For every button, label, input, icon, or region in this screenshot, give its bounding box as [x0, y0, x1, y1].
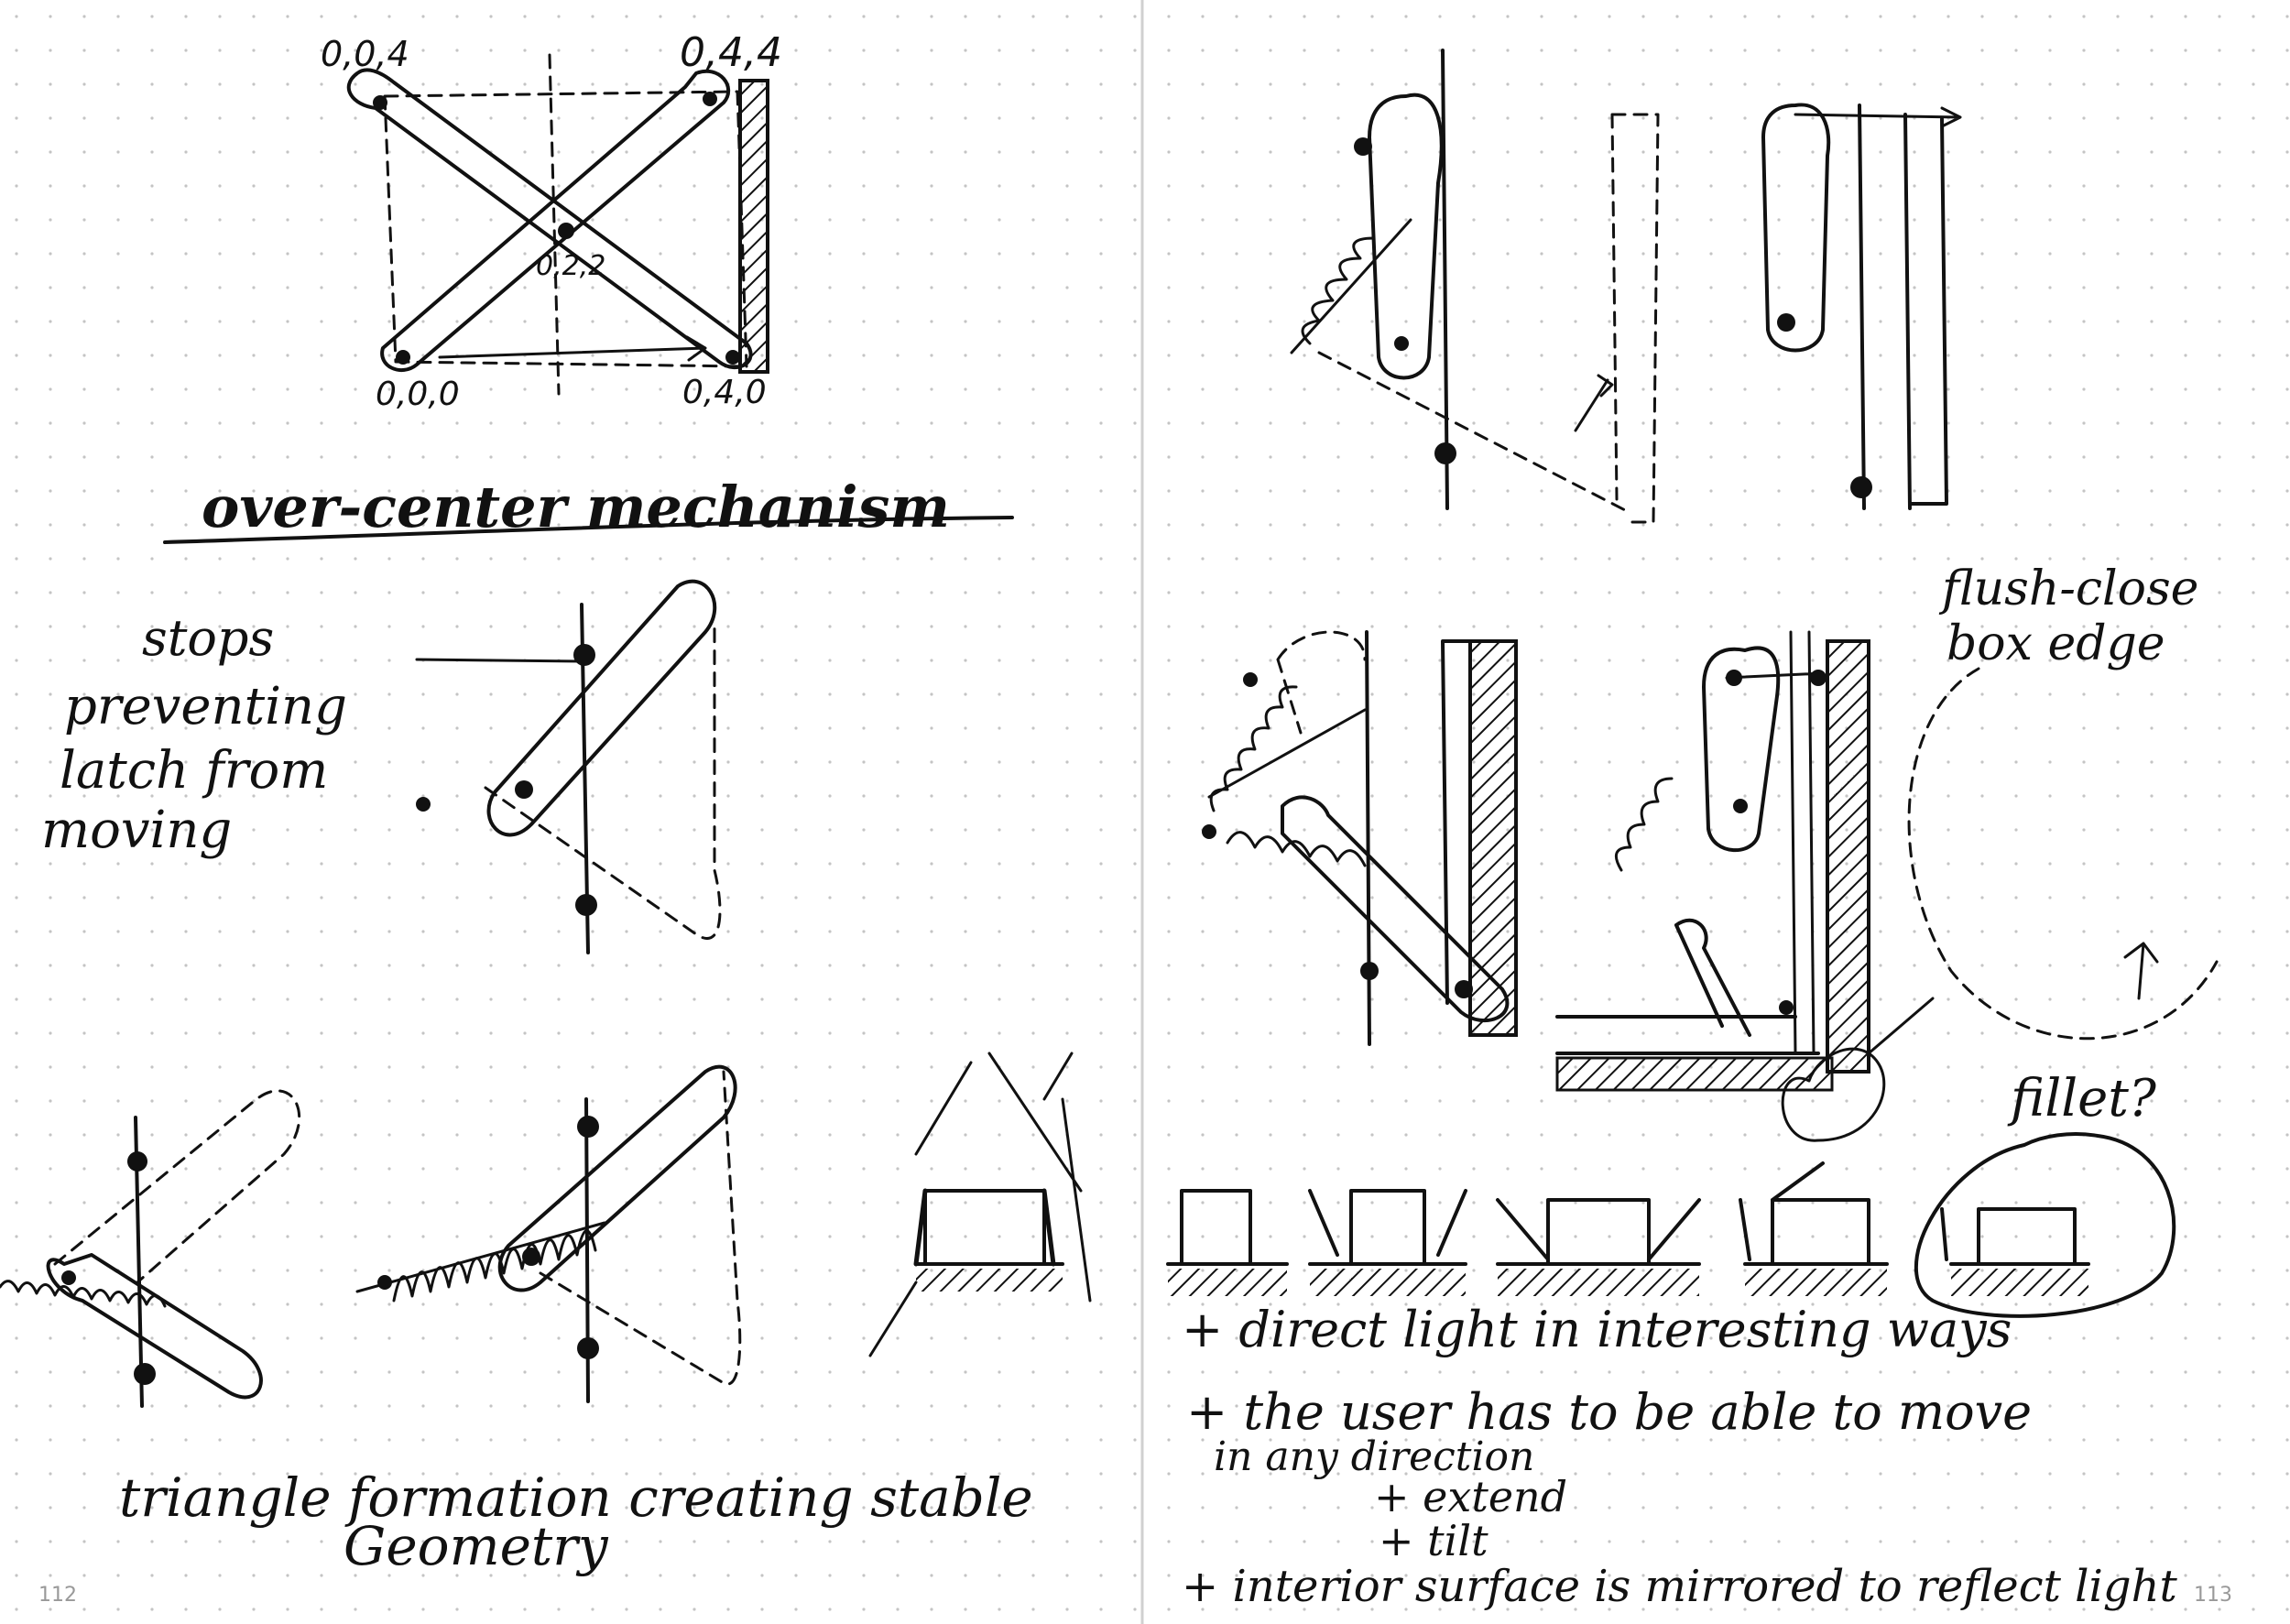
pivot-arm-sketch [1761, 103, 1962, 510]
side-note-line-2: preventing [64, 677, 347, 736]
right-page [1145, 0, 2290, 1624]
box-edge-note-line-2: box edge [1946, 616, 2165, 671]
bullet-notes: + direct light in interesting ways + the… [1182, 1301, 2177, 1612]
caption-line-2: Geometry [344, 1515, 609, 1577]
spring-sketch-center [355, 1064, 742, 1403]
fillet-note: fillet? [2007, 1069, 2157, 1128]
page-number-left: 112 [38, 1584, 77, 1607]
box-edge-callout: flush-close box edge [1907, 561, 2219, 1041]
page-number-right: 113 [2194, 1584, 2232, 1607]
bullet-2-continued: in any direction [1214, 1433, 1534, 1480]
coord-label-bottom-left: 0,0,0 [376, 376, 460, 413]
caption: triangle formation creating stable Geome… [119, 1466, 1033, 1577]
bullet-tilt: + tilt [1379, 1516, 1488, 1565]
caption-line-1: triangle formation creating stable [119, 1466, 1033, 1529]
side-note-line-3: latch from [60, 741, 328, 801]
heading: over-center mechanism [163, 474, 1014, 544]
bullet-3: + interior surface is mirrored to reflec… [1182, 1561, 2177, 1612]
latch-arm-sketch [1290, 49, 1660, 524]
box-edge-note-line-1: flush-close [1938, 561, 2198, 616]
left-page [0, 0, 1140, 1624]
box-profile-row [1166, 1161, 2090, 1296]
coord-label-bottom-right: 0,4,0 [682, 374, 767, 411]
side-note: stops preventing latch from moving [41, 609, 347, 860]
coord-label-top-left: 0,0,4 [321, 34, 409, 74]
over-center-link-diagram: 0,0,4 0,4,4 0,2,2 0,0,0 0,4,0 [321, 29, 782, 413]
fillet-callout: fillet? [1914, 1069, 2176, 1318]
bullet-1: + direct light in interesting ways [1182, 1301, 2012, 1358]
page-heading: over-center mechanism [202, 474, 950, 540]
spring-latch-sketch [1202, 630, 1518, 1046]
coord-label-top-right: 0,4,4 [680, 29, 782, 76]
bullet-2: + the user has to be able to move [1186, 1383, 2032, 1441]
latch-sketch [415, 579, 722, 954]
coord-label-center: 0,2,2 [536, 250, 605, 282]
bullet-extend: + extend [1374, 1472, 1567, 1521]
box-edge-sketch-left [868, 1052, 1092, 1357]
side-note-line-1: stops [142, 609, 274, 667]
hinged-box-sketch [1555, 630, 1935, 1142]
side-note-line-4: moving [41, 801, 232, 860]
hatched-wall [738, 79, 769, 374]
spring-sketch-left [0, 1089, 301, 1408]
